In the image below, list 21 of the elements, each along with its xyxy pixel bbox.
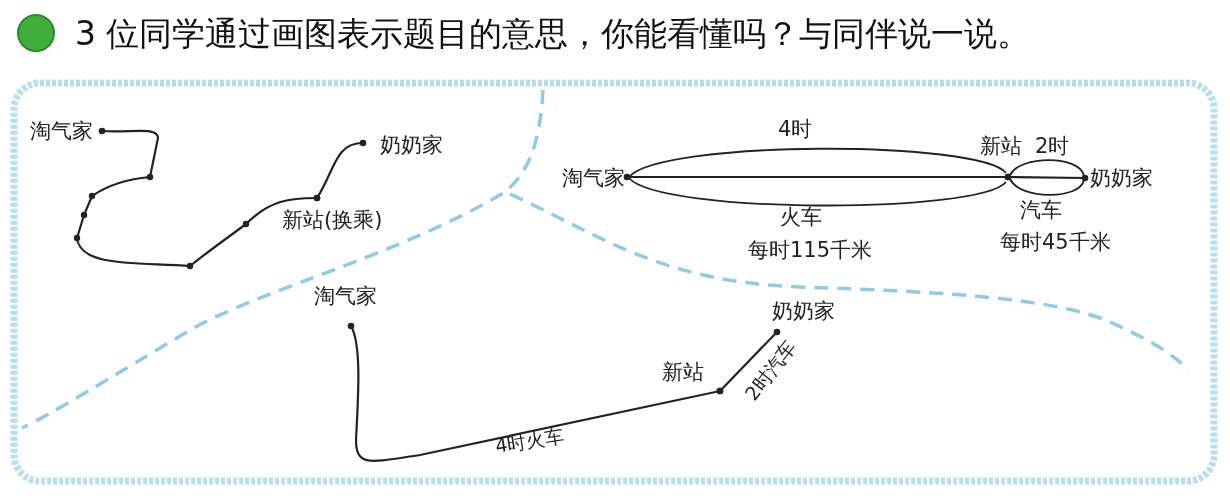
note-text: 汽车 bbox=[1020, 200, 1062, 221]
note-text: 2时 bbox=[1035, 136, 1070, 157]
place-label: 奶奶家 bbox=[380, 135, 443, 156]
place-label: 新站 bbox=[980, 136, 1022, 157]
place-label: 淘气家 bbox=[562, 168, 625, 189]
place-label: 新站 bbox=[662, 362, 704, 383]
title-text: 3 位同学通过画图表示题目的意思，你能看懂吗？与同伴说一说。 bbox=[75, 13, 1031, 55]
place-label: 新站(换乘) bbox=[282, 210, 383, 231]
edge-label: 2时汽车 bbox=[742, 337, 800, 404]
route-line bbox=[1004, 173, 1089, 182]
route-line bbox=[313, 139, 367, 202]
note-text: 火车 bbox=[780, 207, 822, 228]
edge-label: 4时火车 bbox=[494, 426, 566, 456]
place-label: 淘气家 bbox=[30, 121, 93, 142]
place-label: 淘气家 bbox=[314, 286, 377, 307]
note-text: 4时 bbox=[778, 119, 813, 140]
place-label: 奶奶家 bbox=[1090, 168, 1153, 189]
place-label: 奶奶家 bbox=[772, 301, 835, 322]
route-line bbox=[716, 328, 781, 395]
note-text: 每时45千米 bbox=[1000, 232, 1111, 253]
note-text: 每时115千米 bbox=[748, 240, 873, 261]
